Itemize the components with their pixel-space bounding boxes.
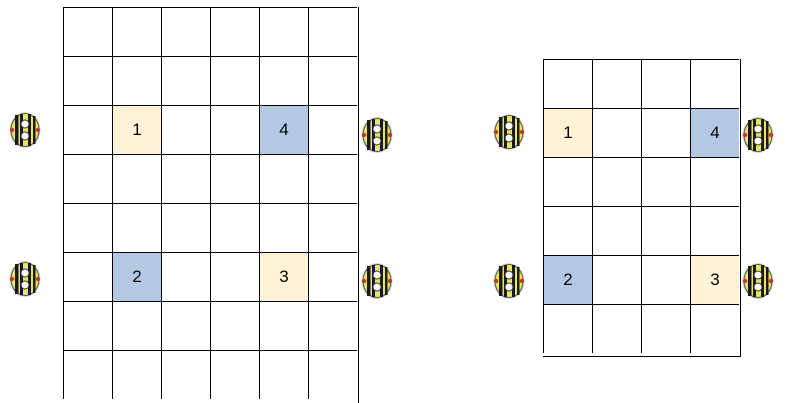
- target-cell: 1: [543, 108, 592, 157]
- grid-cell: [210, 56, 259, 105]
- grid-cell: [259, 350, 308, 399]
- grid-cell: [641, 255, 690, 304]
- grid-cell: [308, 350, 357, 399]
- grid-cell: [592, 59, 641, 108]
- target-cell: 2: [543, 255, 592, 304]
- target-cell: 2: [112, 252, 161, 301]
- grid-cell: [308, 154, 357, 203]
- grid-cell: [161, 56, 210, 105]
- cell-label: 3: [279, 267, 288, 287]
- grid-cell: [63, 7, 112, 56]
- cell-label: 4: [710, 123, 719, 143]
- grid-cell: [161, 105, 210, 154]
- grid-cell: [308, 203, 357, 252]
- grid-cell: [112, 7, 161, 56]
- grid-cell: [210, 203, 259, 252]
- grid-cell: [259, 154, 308, 203]
- grid-cell: [308, 252, 357, 301]
- grid-cell: [690, 157, 739, 206]
- target-cell: 4: [690, 108, 739, 157]
- grid-cell: [641, 304, 690, 353]
- grid-cell: [690, 206, 739, 255]
- grid-cell: [112, 203, 161, 252]
- grid-cell: [63, 252, 112, 301]
- grid-cell: [592, 108, 641, 157]
- grid-cell: [641, 108, 690, 157]
- grid-cell: [161, 301, 210, 350]
- grid-cell: [690, 59, 739, 108]
- grid-cell: [259, 301, 308, 350]
- bee-bot-icon: [741, 261, 775, 301]
- grid-cell: [161, 203, 210, 252]
- grid-cell: [592, 304, 641, 353]
- grid-cell: [161, 350, 210, 399]
- grid-cell: [543, 304, 592, 353]
- cell-label: 3: [710, 270, 719, 290]
- grid-cell: [592, 206, 641, 255]
- grid-cell: [63, 105, 112, 154]
- cell-label: 1: [563, 123, 572, 143]
- cell-label: 2: [132, 267, 141, 287]
- grid-cell: [308, 301, 357, 350]
- right-grid: 1 4 2 3: [543, 59, 741, 357]
- grid-cell: [210, 7, 259, 56]
- grid-cell: [592, 255, 641, 304]
- bee-bot-icon: [8, 110, 42, 150]
- bee-bot-icon: [360, 261, 394, 301]
- cell-label: 1: [132, 120, 141, 140]
- grid-cell: [259, 7, 308, 56]
- grid-cell: [543, 59, 592, 108]
- grid-cell: [641, 59, 690, 108]
- grid-cell: [112, 56, 161, 105]
- grid-cell: [210, 105, 259, 154]
- grid-cell: [63, 154, 112, 203]
- bee-bot-icon: [741, 115, 775, 155]
- bee-bot-icon: [360, 115, 394, 155]
- grid-cell: [308, 7, 357, 56]
- cell-label: 2: [563, 270, 572, 290]
- grid-cell: [308, 56, 357, 105]
- grid-cell: [690, 304, 739, 353]
- bee-bot-icon: [492, 261, 526, 301]
- grid-cell: [63, 350, 112, 399]
- left-grid: 1 4 2 3: [63, 7, 359, 403]
- grid-cell: [592, 157, 641, 206]
- grid-cell: [161, 7, 210, 56]
- grid-cell: [210, 350, 259, 399]
- grid-cell: [112, 301, 161, 350]
- grid-cell: [161, 154, 210, 203]
- grid-cell: [641, 157, 690, 206]
- grid-cell: [112, 154, 161, 203]
- target-cell: 3: [690, 255, 739, 304]
- grid-cell: [112, 350, 161, 399]
- grid-cell: [63, 203, 112, 252]
- bee-bot-icon: [492, 112, 526, 152]
- grid-cell: [543, 157, 592, 206]
- target-cell: 1: [112, 105, 161, 154]
- grid-cell: [259, 56, 308, 105]
- target-cell: 4: [259, 105, 308, 154]
- bee-bot-icon: [8, 259, 42, 299]
- grid-cell: [161, 252, 210, 301]
- grid-cell: [543, 206, 592, 255]
- grid-cell: [63, 301, 112, 350]
- grid-cell: [308, 105, 357, 154]
- grid-cell: [210, 252, 259, 301]
- cell-label: 4: [279, 120, 288, 140]
- grid-cell: [641, 206, 690, 255]
- target-cell: 3: [259, 252, 308, 301]
- grid-cell: [63, 56, 112, 105]
- grid-cell: [210, 301, 259, 350]
- grid-cell: [210, 154, 259, 203]
- grid-cell: [259, 203, 308, 252]
